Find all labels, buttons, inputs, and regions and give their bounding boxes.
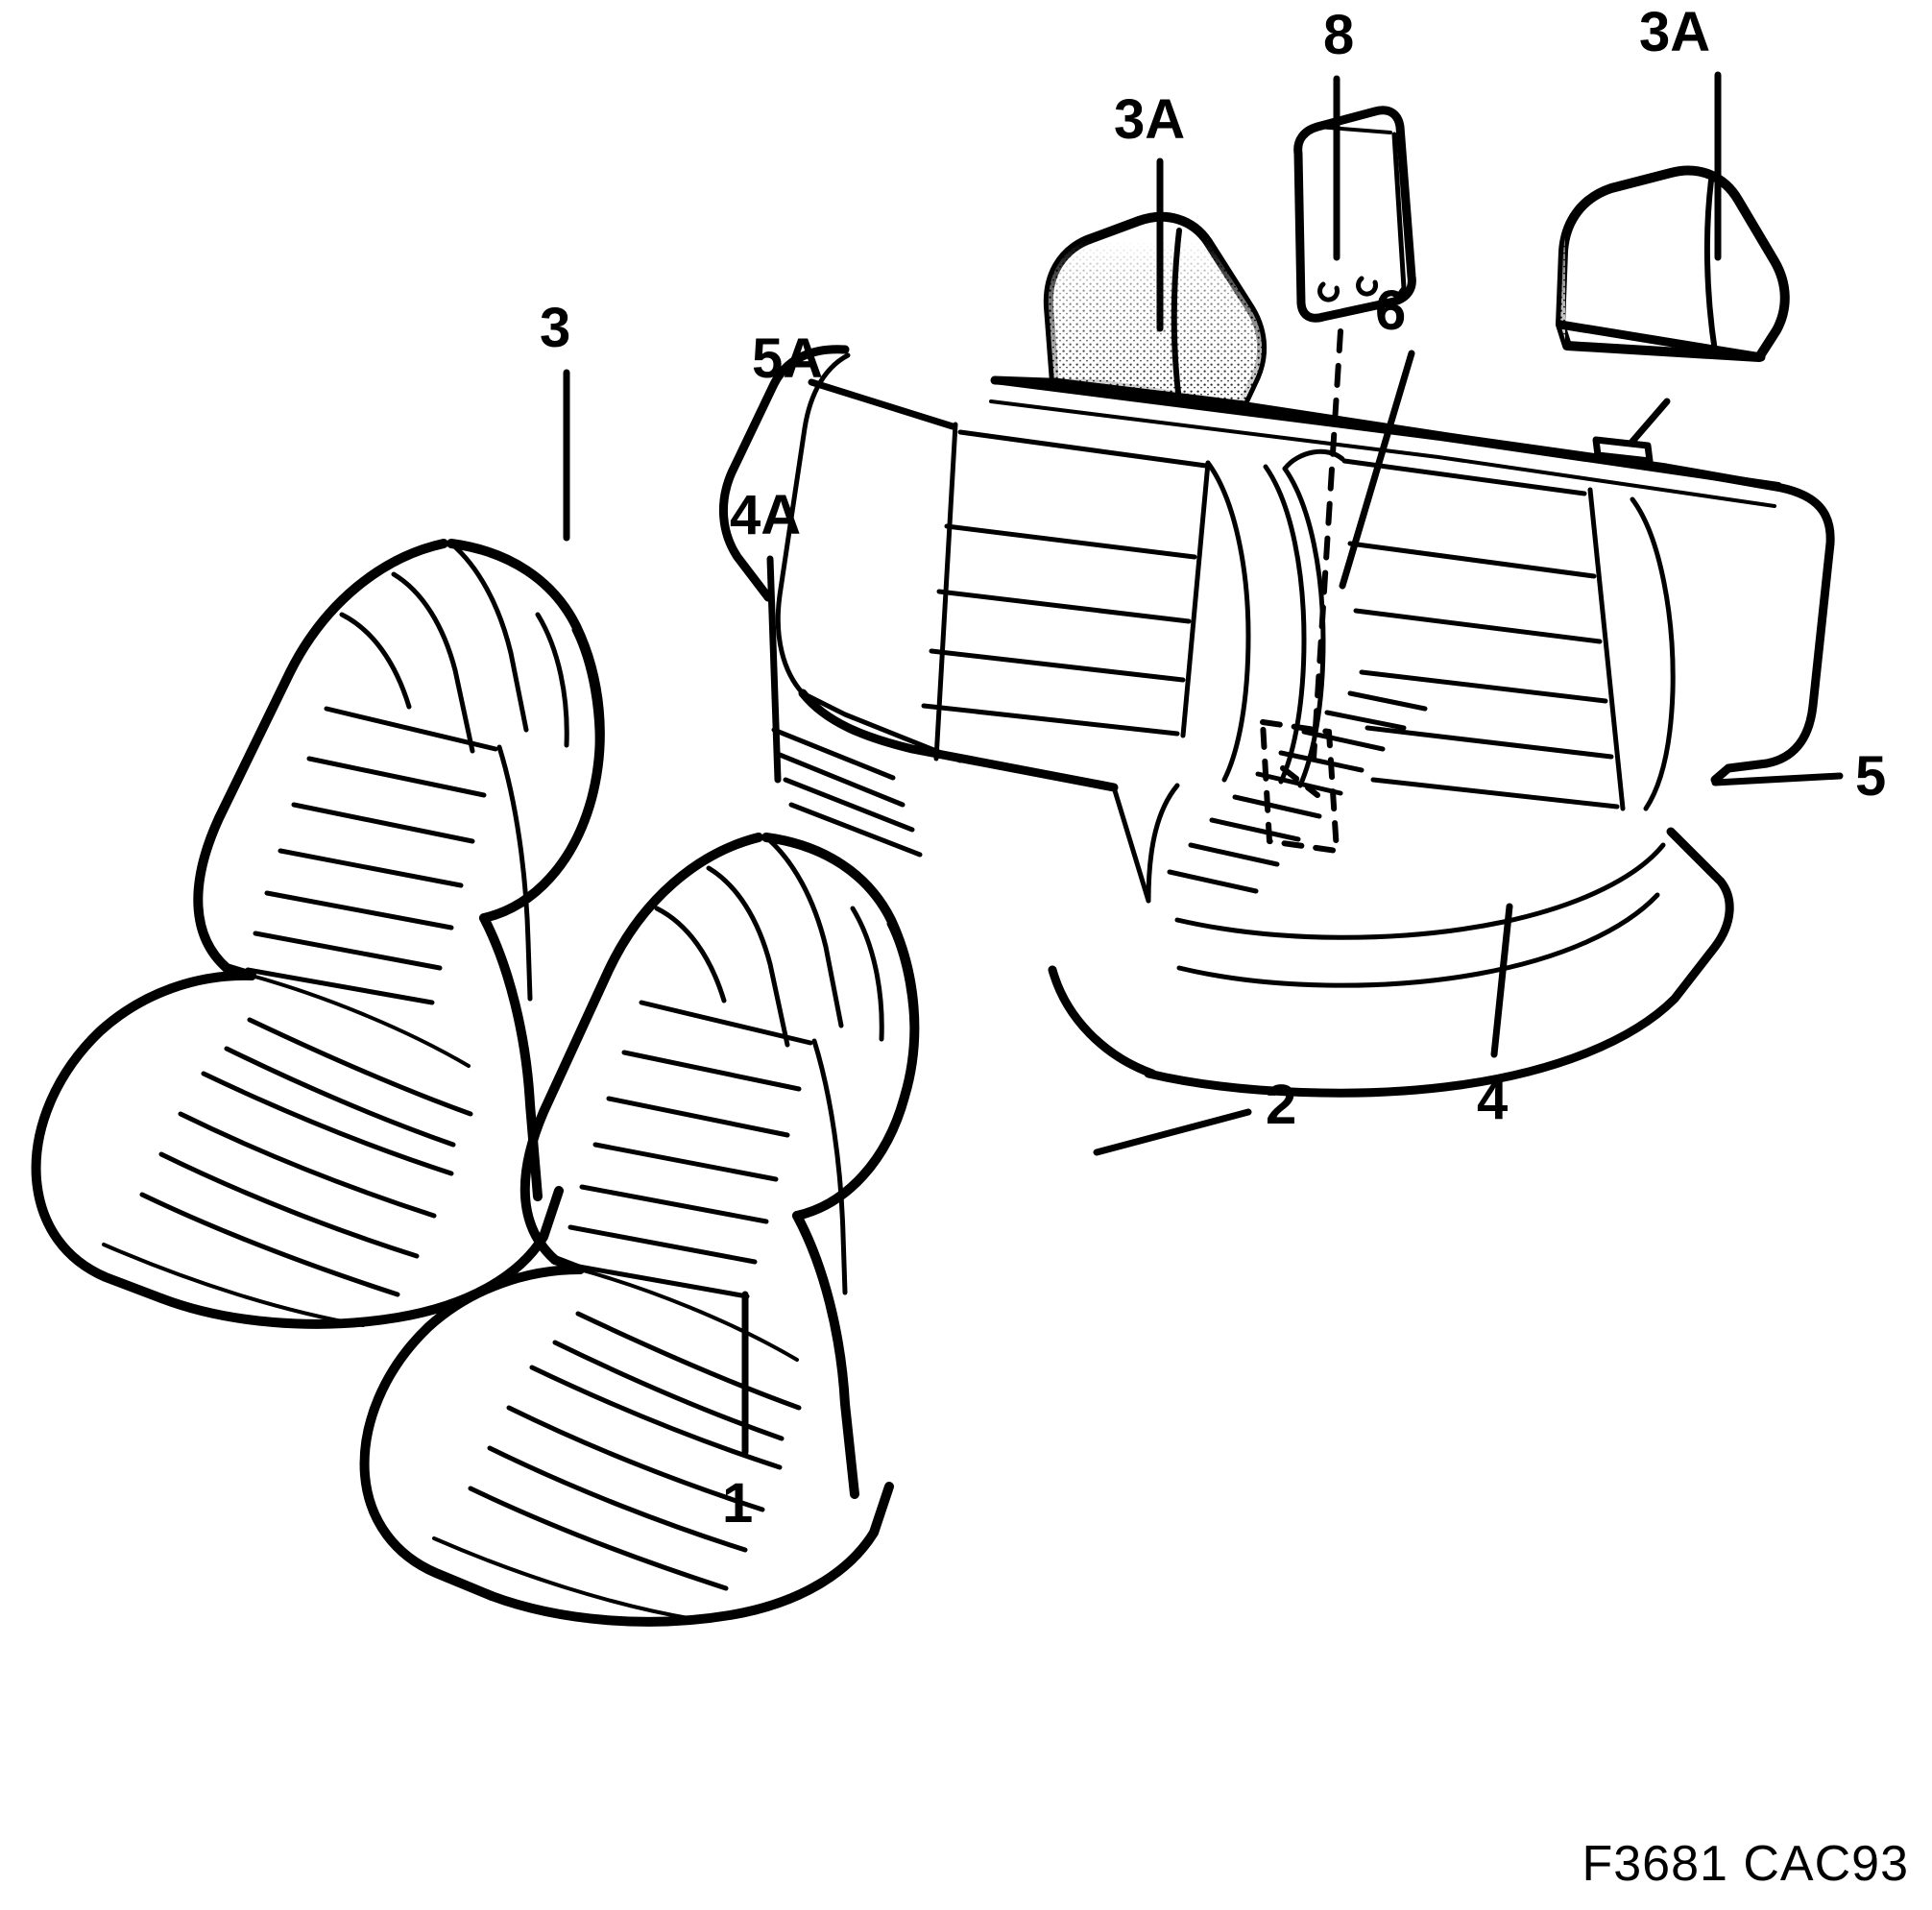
front-seat-left-details xyxy=(102,541,600,1327)
rear-headrest-left-shading xyxy=(1048,216,1263,405)
leader-8-dashed xyxy=(1311,328,1343,762)
rear-back-right-ribs xyxy=(1341,458,1676,811)
leader-5a xyxy=(808,378,956,430)
front-seat-right xyxy=(359,833,920,1627)
callout-4a: 4A xyxy=(730,484,802,546)
leader-lines xyxy=(563,71,1844,1456)
callout-5a: 5A xyxy=(752,327,824,390)
rear-seat-cushion xyxy=(798,689,1734,1098)
rear-headrest-right-shading xyxy=(1560,170,1785,357)
leader-3a-right-lower xyxy=(1627,398,1671,447)
leader-2 xyxy=(1093,1108,1252,1156)
rear-cushion-ribs xyxy=(1111,690,1666,988)
rear-seat-back-top-rail xyxy=(989,376,1782,508)
rear-armrest-panel xyxy=(1293,106,1416,323)
rear-seat-back xyxy=(718,345,1835,785)
callout-4: 4 xyxy=(1477,1069,1509,1131)
rear-cushion-left-side xyxy=(771,690,963,858)
callout-5: 5 xyxy=(1855,745,1887,808)
leader-4 xyxy=(1490,903,1513,1058)
callout-2: 2 xyxy=(1266,1074,1297,1136)
front-seat-right-details xyxy=(432,834,915,1621)
callout-1: 1 xyxy=(722,1472,754,1535)
leader-6 xyxy=(1339,350,1415,590)
callout-3: 3 xyxy=(540,297,571,359)
callout-6: 6 xyxy=(1375,279,1407,342)
callout-3a-right: 3A xyxy=(1639,1,1711,63)
rear-back-left-ribs xyxy=(921,429,1211,738)
stowed-armrest-outline xyxy=(1260,719,1340,854)
callout-3a-left: 3A xyxy=(1114,88,1186,151)
armrest-hinge-holes xyxy=(1317,276,1379,302)
callout-8: 8 xyxy=(1323,4,1355,66)
front-seat-left xyxy=(31,539,605,1329)
leader-5 xyxy=(1711,772,1844,786)
rear-headrest-socket xyxy=(1592,436,1654,465)
figure-code: F3681 CAC93 xyxy=(1582,1836,1909,1892)
leader-4a xyxy=(766,555,782,784)
